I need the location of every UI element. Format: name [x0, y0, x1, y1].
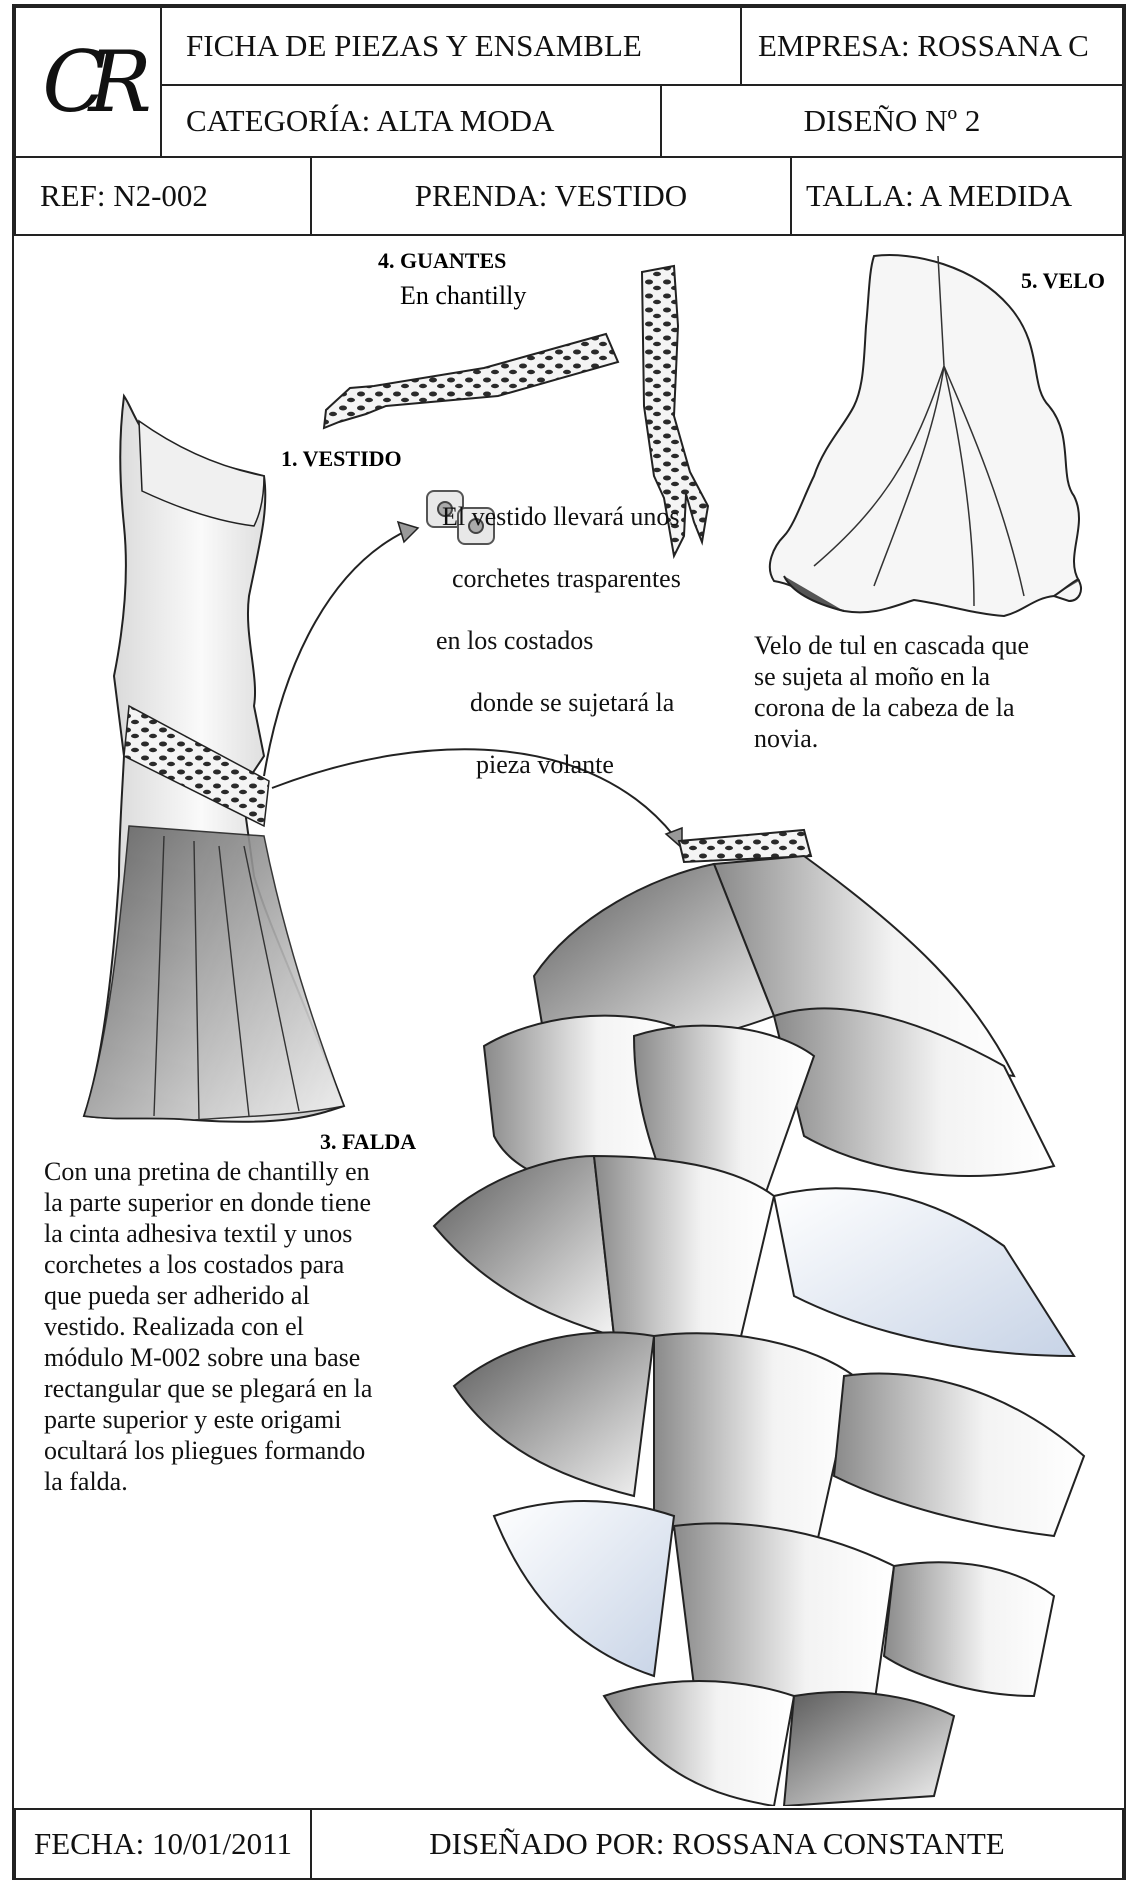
hooks-note-line: El vestido llevará unos	[442, 502, 680, 531]
arrow-dress-to-hooks	[263, 520, 420, 777]
veil-illustration	[768, 254, 1082, 618]
gloves-illustration	[322, 264, 710, 560]
gloves-label: 4. GUANTES	[378, 248, 506, 273]
gloves-note: En chantilly	[400, 281, 526, 310]
skirt-label: 3. FALDA	[320, 1129, 416, 1154]
skirt-note: Con una pretina de chantilly en la parte…	[44, 1157, 373, 1496]
designer-field: DISEÑADO POR: ROSSANA CONSTANTE	[310, 1808, 1124, 1880]
ref-field: REF: N2-002	[14, 156, 312, 236]
sheet-title: FICHA DE PIEZAS Y ENSAMBLE	[160, 6, 742, 86]
hooks-note-line: donde se sujetará la	[470, 688, 675, 717]
hooks-note-line: pieza volante	[476, 750, 614, 779]
logo: CR	[14, 6, 162, 158]
date-field: FECHA: 10/01/2011	[14, 1808, 312, 1880]
illustration-canvas: 1. VESTIDO 4. GUANTES En chantilly	[82, 248, 1105, 1806]
category-field: CATEGORÍA: ALTA MODA	[160, 84, 662, 158]
garment-field: PRENDA: VESTIDO	[310, 156, 792, 236]
design-number: DISEÑO Nº 2	[660, 84, 1124, 158]
spec-sheet: CR FICHA DE PIEZAS Y ENSAMBLE EMPRESA: R…	[12, 4, 1126, 1880]
skirt-illustration	[432, 828, 1086, 1806]
veil-note: Velo de tul en cascada que se sujeta al …	[754, 631, 1030, 753]
hooks-note-line: en los costados	[436, 626, 594, 655]
dress-illustration	[82, 393, 346, 1123]
hooks-note: El vestido llevará unos corchetes traspa…	[434, 470, 764, 811]
arrow-dress-to-skirt	[271, 748, 683, 850]
dress-label: 1. VESTIDO	[281, 446, 402, 471]
company-field: EMPRESA: ROSSANA C	[740, 6, 1124, 86]
size-field: TALLA: A MEDIDA	[790, 156, 1124, 236]
veil-label: 5. VELO	[1021, 268, 1105, 293]
hooks-note-line: corchetes trasparentes	[452, 564, 681, 593]
hooks-icon	[426, 490, 495, 545]
